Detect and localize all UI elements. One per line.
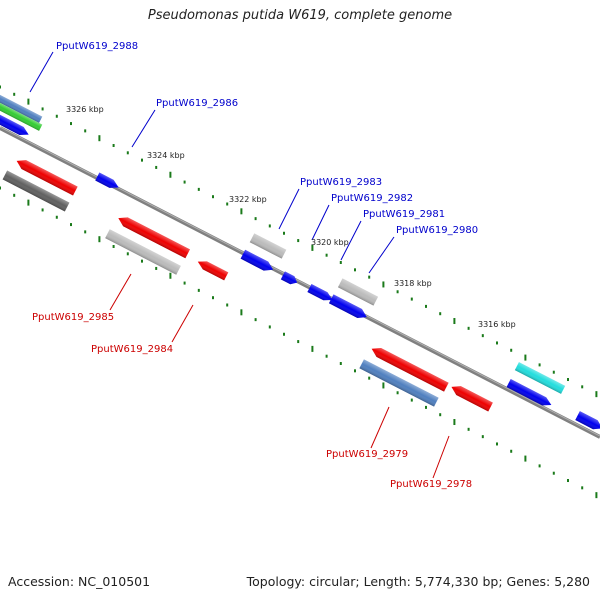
kbp-label: 3320 kbp xyxy=(311,238,349,247)
gene-shading xyxy=(0,97,43,131)
gene-shading xyxy=(0,89,43,123)
gene-shading xyxy=(328,294,367,318)
gene-label: PputW619_2978 xyxy=(390,479,472,490)
gene-shading xyxy=(95,172,119,188)
gene-bar xyxy=(0,89,43,123)
gene-shading xyxy=(197,261,229,281)
gene-labels: PputW619_2988PputW619_2986PputW619_2983P… xyxy=(32,41,478,490)
leader-line xyxy=(109,273,132,311)
leader-line xyxy=(131,109,156,148)
leader-line xyxy=(29,51,54,93)
gene-shading xyxy=(105,229,181,275)
gene-bar xyxy=(514,362,566,394)
gene-arrow xyxy=(118,217,190,259)
gene-arrow xyxy=(307,284,333,301)
gene-bar xyxy=(0,97,43,131)
leader-line xyxy=(432,435,450,479)
map-title: Pseudomonas putida W619, complete genome xyxy=(147,8,453,23)
tick-marks xyxy=(0,85,598,499)
gene-bar xyxy=(359,359,439,407)
gene-shading xyxy=(371,347,449,392)
gene-shading xyxy=(16,160,78,196)
gene-shading xyxy=(307,284,333,301)
gene-label: PputW619_2979 xyxy=(326,449,408,460)
leader-line xyxy=(370,406,390,449)
gene-bar xyxy=(249,233,287,259)
leader-line xyxy=(311,204,330,241)
gene-arrow xyxy=(506,379,552,406)
gene-arrow xyxy=(575,411,600,430)
kbp-label: 3324 kbp xyxy=(147,151,185,160)
gene-shading xyxy=(514,362,566,394)
leader-line xyxy=(340,220,362,261)
gene-arrow xyxy=(95,172,119,188)
accession-text: Accession: NC_010501 xyxy=(8,574,151,589)
gene-label: PputW619_2984 xyxy=(91,344,173,355)
gene-label: PputW619_2983 xyxy=(300,177,382,188)
kbp-label: 3318 kbp xyxy=(394,279,432,288)
gene-label: PputW619_2982 xyxy=(331,193,413,204)
gene-shading xyxy=(0,111,29,135)
gene-arrow xyxy=(371,347,449,392)
gene-arrow xyxy=(328,294,367,318)
gene-label: PputW619_2985 xyxy=(32,312,114,323)
gene-shading xyxy=(451,386,493,412)
kbp-label: 3316 kbp xyxy=(478,320,516,329)
gene-arrow xyxy=(197,261,229,281)
leader-line xyxy=(171,304,194,343)
gene-shading xyxy=(359,359,439,407)
genome-backbone xyxy=(0,126,600,439)
gene-features xyxy=(0,89,600,430)
gene-shading xyxy=(240,249,274,271)
gene-shading xyxy=(249,233,287,259)
leader-line xyxy=(368,236,395,274)
leader-line xyxy=(278,188,300,230)
backbone-highlight xyxy=(0,126,600,437)
gene-bar xyxy=(105,229,181,275)
gene-label: PputW619_2980 xyxy=(396,225,478,236)
gene-arrow xyxy=(16,160,78,196)
gene-shading xyxy=(2,170,70,212)
gene-arrow xyxy=(240,249,274,271)
gene-bar xyxy=(2,170,70,212)
gene-shading xyxy=(280,271,298,285)
kbp-label: 3322 kbp xyxy=(229,195,267,204)
gene-arrow xyxy=(0,111,29,135)
gene-shading xyxy=(118,217,190,259)
gene-label: PputW619_2981 xyxy=(363,209,445,220)
kbp-label: 3326 kbp xyxy=(66,105,104,114)
gene-label: PputW619_2988 xyxy=(56,41,138,52)
label-leaders xyxy=(29,51,450,479)
gene-label: PputW619_2986 xyxy=(156,98,238,109)
gene-arrow xyxy=(451,386,493,412)
gene-arrow xyxy=(280,271,298,285)
genome-summary-text: Topology: circular; Length: 5,774,330 bp… xyxy=(246,574,590,589)
gene-shading xyxy=(337,278,379,306)
gene-bar xyxy=(337,278,379,306)
gene-shading xyxy=(575,411,600,430)
scale-labels: 3326 kbp 3324 kbp 3322 kbp 3320 kbp 3318 kbp… xyxy=(66,105,516,329)
gene-shading xyxy=(506,379,552,406)
